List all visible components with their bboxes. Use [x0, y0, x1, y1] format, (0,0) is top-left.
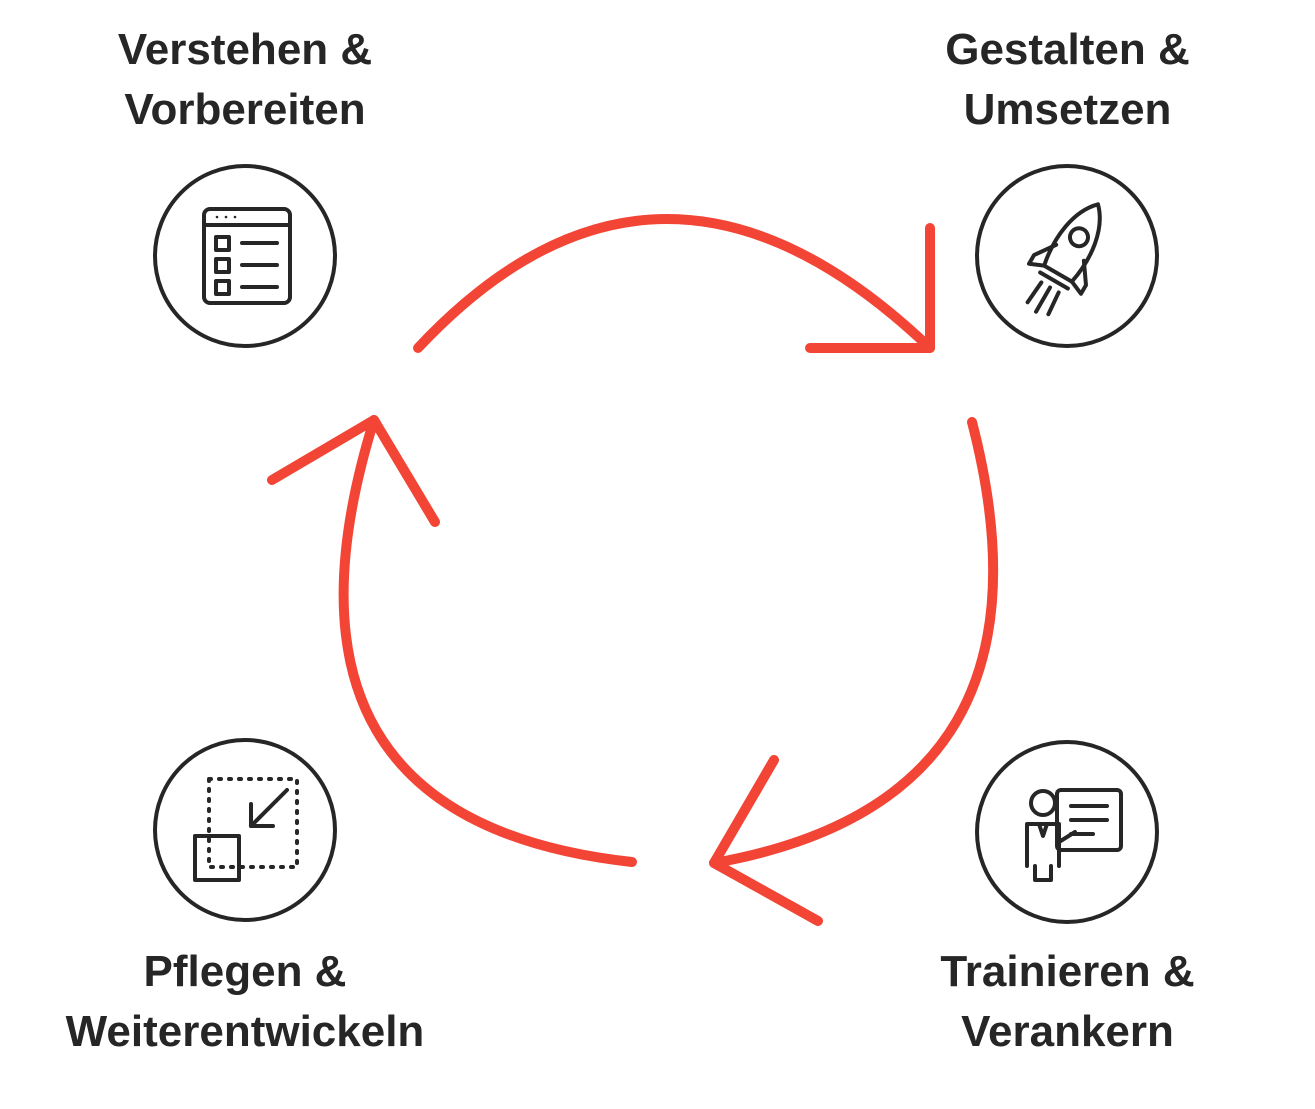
step-title-line2: Vorbereiten — [124, 85, 366, 134]
step-title-line1: Pflegen & — [143, 947, 347, 996]
arrow-top — [413, 214, 935, 353]
arrow-right — [709, 417, 999, 868]
step-icon-understand — [153, 164, 337, 348]
arrowhead-top — [805, 223, 935, 353]
step-title-line2: Umsetzen — [963, 85, 1172, 134]
step-icon-maintain — [153, 738, 337, 922]
step-label-understand: Verstehen & Vorbereiten — [60, 20, 430, 140]
checklist-window-icon — [202, 207, 292, 305]
arrowhead-right — [709, 755, 823, 926]
rocket-icon — [1025, 202, 1102, 317]
step-label-maintain: Pflegen & Weiterentwickeln — [40, 942, 450, 1062]
step-title-line2: Weiterentwickeln — [65, 1007, 425, 1056]
step-title-line1: Verstehen & — [117, 25, 373, 74]
arrowhead-left — [267, 415, 440, 527]
step-label-train: Trainieren & Verankern — [880, 942, 1255, 1062]
resize-shrink-icon — [193, 777, 299, 882]
step-icon-train — [975, 740, 1159, 924]
presenter-board-icon — [1025, 788, 1123, 882]
step-label-design: Gestalten & Umsetzen — [885, 20, 1250, 140]
step-icon-design — [975, 164, 1159, 348]
arrow-bottom-left — [338, 415, 637, 867]
step-title-line1: Gestalten & — [945, 25, 1190, 74]
step-title-line2: Verankern — [961, 1007, 1174, 1056]
step-title-line1: Trainieren & — [940, 947, 1195, 996]
